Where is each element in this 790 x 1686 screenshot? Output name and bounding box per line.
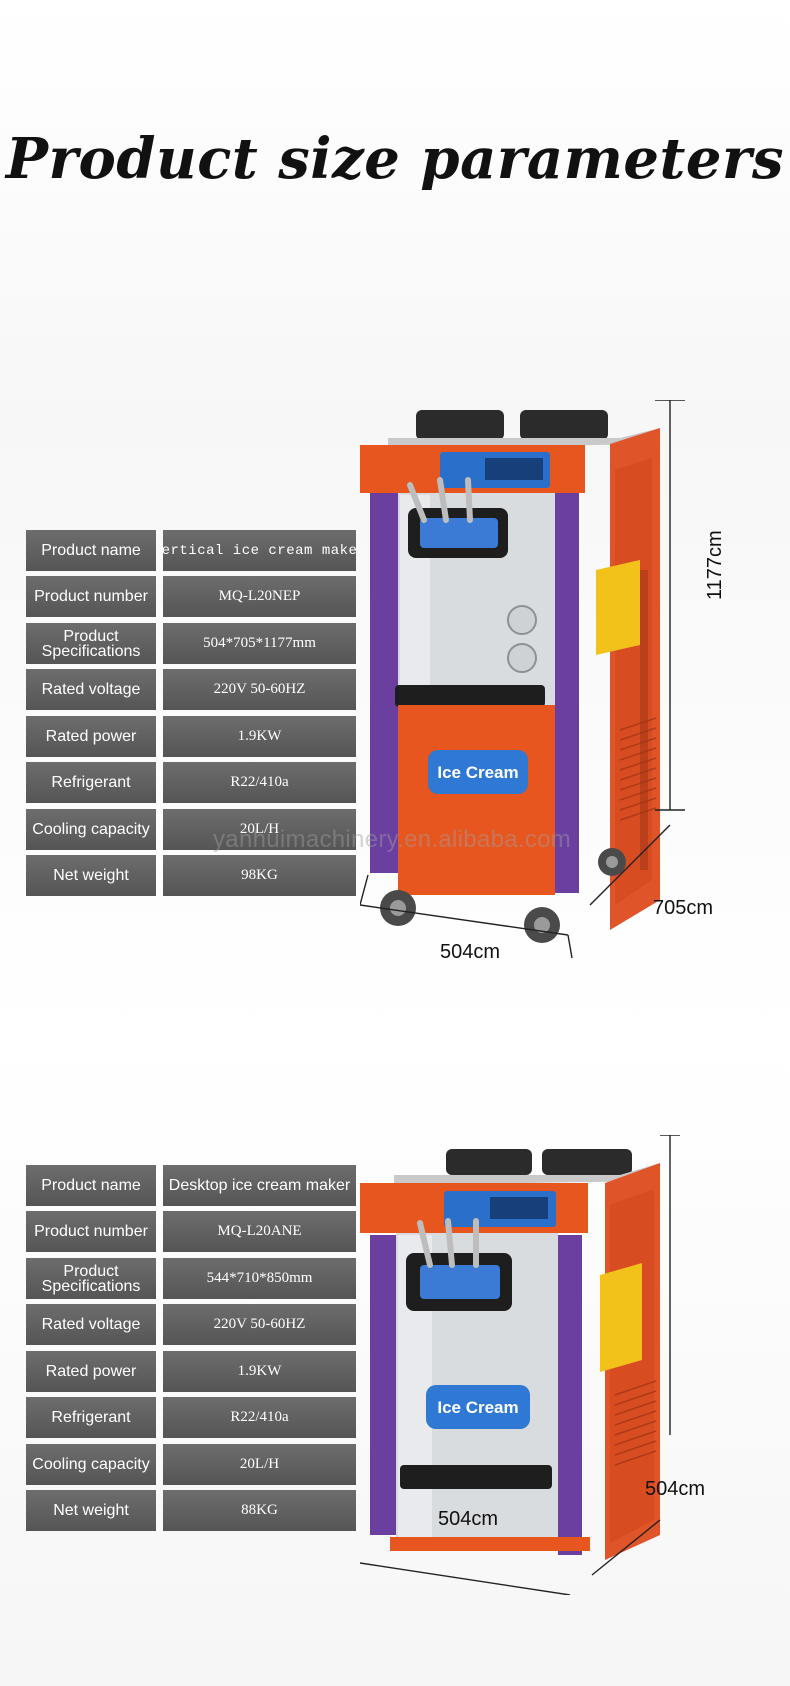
vertical-ice-cream-machine-image: Ice Cream — [360, 400, 685, 959]
spec-label: Product number — [26, 576, 156, 617]
spec-value: 20L/H — [163, 809, 356, 850]
spec-value: Vertical ice cream maker — [163, 530, 356, 571]
spec-row: Product name Vertical ice cream maker — [26, 530, 356, 571]
spec-row: Rated voltage 220V 50-60HZ — [26, 669, 356, 710]
spec-value: MQ-L20NEP — [163, 576, 356, 617]
spec-row: Product name Desktop ice cream maker — [26, 1165, 356, 1206]
spec-value: R22/410a — [163, 762, 356, 803]
spec-value: 220V 50-60HZ — [163, 669, 356, 710]
spec-label: Rated power — [26, 1351, 156, 1392]
spec-label: Refrigerant — [26, 1397, 156, 1438]
ice-cream-badge: Ice Cream — [437, 1398, 518, 1417]
hopper-lid — [520, 410, 608, 440]
desktop-ice-cream-machine-image: Ice Cream — [360, 1135, 680, 1595]
spec-row: Cooling capacity 20L/H — [26, 1444, 356, 1485]
dimension-height-label: 1177cm — [704, 530, 726, 600]
spec-row: Refrigerant R22/410a — [26, 1397, 356, 1438]
spec-row: Product Specifications 504*705*1177mm — [26, 623, 356, 664]
spec-label: Product Specifications — [26, 623, 156, 664]
dimension-width-label: 504cm — [438, 1508, 499, 1530]
spec-value: 1.9KW — [163, 716, 356, 757]
dimension-depth-label: 504cm — [645, 1478, 706, 1500]
spec-value: 220V 50-60HZ — [163, 1304, 356, 1345]
ice-cream-badge: Ice Cream — [437, 763, 518, 782]
spec-row: Rated power 1.9KW — [26, 1351, 356, 1392]
spec-label: Product name — [26, 1165, 156, 1206]
spec-row: Rated voltage 220V 50-60HZ — [26, 1304, 356, 1345]
spec-row: Cooling capacity 20L/H — [26, 809, 356, 850]
spec-label: Rated power — [26, 716, 156, 757]
spec-label: Net weight — [26, 1490, 156, 1531]
spec-label: Product name — [26, 530, 156, 571]
watermark: yanhuimachinery.en.alibaba.com — [213, 826, 572, 853]
spec-value: 1.9KW — [163, 1351, 356, 1392]
spec-row: Product number MQ-L20ANE — [26, 1211, 356, 1252]
spec-value: 88KG — [163, 1490, 356, 1531]
spec-value: MQ-L20ANE — [163, 1211, 356, 1252]
spec-label: Net weight — [26, 855, 156, 896]
spec-value: 544*710*850mm — [163, 1258, 356, 1299]
spec-label: Cooling capacity — [26, 1444, 156, 1485]
spec-row: Rated power 1.9KW — [26, 716, 356, 757]
spec-row: Product number MQ-L20NEP — [26, 576, 356, 617]
spec-label: Refrigerant — [26, 762, 156, 803]
spec-row: Product Specifications 544*710*850mm — [26, 1258, 356, 1299]
dimension-depth-label: 705cm — [653, 897, 714, 919]
spec-value: Desktop ice cream maker — [163, 1165, 356, 1206]
spec-label: Cooling capacity — [26, 809, 156, 850]
spec-value: 504*705*1177mm — [163, 623, 356, 664]
spec-value: 98KG — [163, 855, 356, 896]
spec-label: Product Specifications — [26, 1258, 156, 1299]
hopper-lid — [416, 410, 504, 440]
spec-row: Net weight 88KG — [26, 1490, 356, 1531]
spec-label: Product number — [26, 1211, 156, 1252]
spec-value: R22/410a — [163, 1397, 356, 1438]
spec-value: 20L/H — [163, 1444, 356, 1485]
spec-row: Refrigerant R22/410a — [26, 762, 356, 803]
spec-label: Rated voltage — [26, 669, 156, 710]
page-title: Product size parameters — [5, 126, 785, 192]
spec-label: Rated voltage — [26, 1304, 156, 1345]
spec-row: Net weight 98KG — [26, 855, 356, 896]
dimension-width-label: 504cm — [440, 941, 501, 963]
